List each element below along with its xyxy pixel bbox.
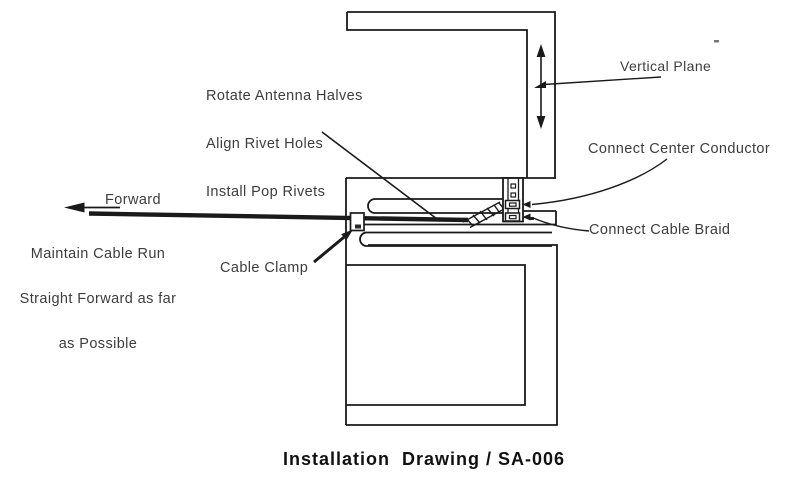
cable-clamp-leader (313, 234, 347, 264)
instructions-label: Rotate Antenna Halves Align Rivet Holes … (206, 56, 363, 232)
drawing-title: Installation Drawing / SA-006 (283, 449, 566, 469)
antenna-halves (359, 198, 557, 247)
instructions-leader (321, 131, 438, 220)
forward-label: Forward (105, 192, 161, 208)
rivet-hole (510, 192, 517, 198)
cable-run-line-1: Maintain Cable Run (30, 246, 166, 262)
connect-center-conductor-label: Connect Center Conductor (588, 141, 771, 157)
braid-hatching (462, 201, 507, 229)
upper-antenna-half (367, 198, 506, 214)
center-conductor-leader (531, 158, 668, 206)
cable-clamp-part (349, 212, 365, 232)
vertical-plane-arrow (534, 40, 719, 129)
instructions-line-2: Align Rivet Holes (206, 136, 324, 152)
cable-run-line-3: as Possible (58, 336, 138, 352)
cable-braid-lug (504, 212, 521, 222)
rivet-hole (510, 183, 517, 189)
cable-clamp-label: Cable Clamp (220, 260, 309, 276)
cable-run-label: Maintain Cable Run Straight Forward as f… (6, 217, 190, 382)
instructions-line-1: Rotate Antenna Halves (206, 88, 363, 104)
vertical-plane-label: Vertical Plane (620, 58, 712, 74)
cable-run-line-2: Straight Forward as far (19, 291, 177, 307)
cable-braid-leader (531, 216, 590, 232)
forward-arrow (64, 202, 120, 213)
rivet-dot (530, 217, 534, 220)
connect-cable-braid-label: Connect Cable Braid (589, 222, 731, 238)
instructions-line-3: Install Pop Rivets (206, 184, 326, 200)
stray-mark (714, 40, 719, 43)
connector-bracket (502, 177, 531, 223)
vertical-plane-leader (543, 76, 662, 86)
lower-antenna-half (359, 231, 552, 247)
center-conductor-lug (504, 199, 521, 210)
leader-lines (313, 131, 668, 264)
coax-cable (88, 211, 469, 223)
